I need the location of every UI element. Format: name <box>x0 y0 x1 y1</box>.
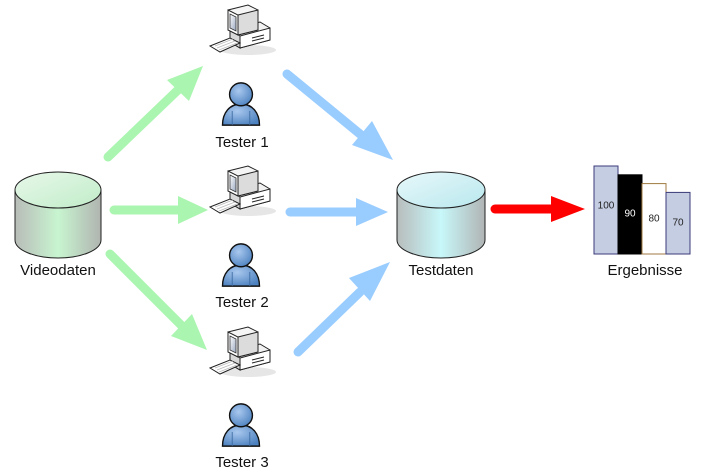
result-bar-label: 80 <box>648 213 660 225</box>
testdaten-label: Testdaten <box>408 262 474 279</box>
arrow-tester-1-to-testdaten <box>282 69 393 160</box>
result-bar <box>641 183 667 255</box>
arrow-videodaten-to-tester-3 <box>105 249 207 350</box>
arrow-videodaten-to-tester-2 <box>109 196 208 224</box>
arrow-videodaten-to-tester-1 <box>103 66 203 162</box>
tester-3-label: Tester 3 <box>215 454 269 471</box>
arrow-tester-3-to-testdaten <box>293 262 390 357</box>
person-icon <box>221 243 261 287</box>
database-icon <box>396 171 486 259</box>
arrow-testdaten-to-ergebnisse <box>490 196 585 222</box>
person-icon <box>221 82 261 126</box>
computer-icon <box>209 4 277 56</box>
computer-icon <box>209 165 277 217</box>
result-bar-label: 100 <box>597 200 615 212</box>
person-icon <box>221 403 261 447</box>
arrow-tester-2-to-testdaten <box>285 198 388 226</box>
ergebnisse-label: Ergebnisse <box>607 262 683 279</box>
result-bar <box>593 165 619 255</box>
videodaten-label: Videodaten <box>20 262 96 279</box>
database-icon <box>14 171 102 259</box>
result-bar-label: 90 <box>624 208 636 220</box>
tester-1-label: Tester 1 <box>215 134 269 151</box>
tester-2-label: Tester 2 <box>215 294 269 311</box>
computer-icon <box>209 326 277 378</box>
result-bar <box>665 191 691 255</box>
bar-chart-icon <box>593 165 691 255</box>
result-bar-label: 70 <box>672 217 684 229</box>
